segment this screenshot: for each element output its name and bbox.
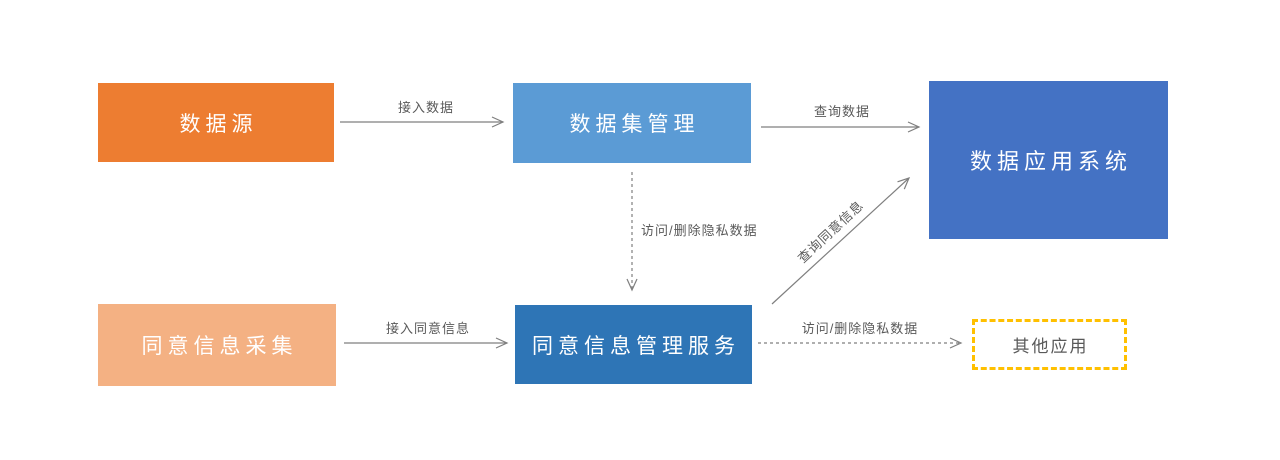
node-data-application-system-label: 数据应用系统: [969, 149, 1132, 174]
edge-label-access-consent-info: 接入同意信息: [385, 321, 470, 336]
node-dataset-management-label: 数据集管理: [569, 113, 700, 136]
node-data-application-system: 数据应用系统: [929, 81, 1168, 239]
node-consent-info-collection-label: 同意信息采集: [141, 335, 298, 358]
edge-label-access-delete-private-data-horizontal: 访问/删除隐私数据: [801, 321, 919, 336]
edge-consent-management-service-to-data-application-system: [771, 177, 911, 305]
edge-label-access-delete-private-data-vertical: 访问/删除隐私数据: [641, 223, 758, 238]
edge-label-query-data: 查询数据: [813, 104, 870, 119]
node-dataset-management: 数据集管理: [513, 83, 751, 163]
node-consent-management-service-label: 同意信息管理服务: [532, 334, 740, 358]
node-other-applications: 其他应用: [972, 319, 1127, 370]
node-consent-management-service: 同意信息管理服务: [515, 305, 752, 384]
node-consent-info-collection: 同意信息采集: [98, 304, 336, 386]
edge-label-access-data: 接入数据: [397, 100, 454, 115]
node-other-applications-label: 其他应用: [1012, 337, 1089, 356]
node-data-source-label: 数据源: [179, 112, 258, 136]
node-data-source: 数据源: [98, 83, 334, 162]
